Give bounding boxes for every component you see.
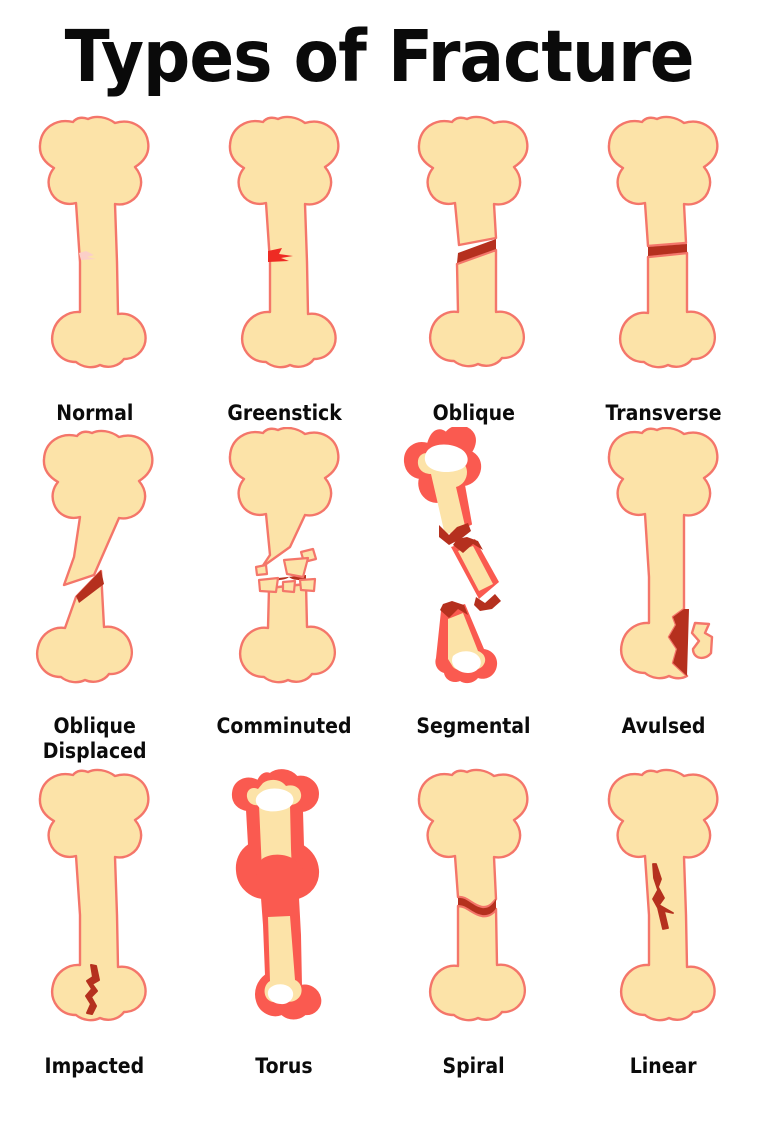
bone-avulsed-icon <box>607 426 719 680</box>
bone-fragment-6 <box>298 577 316 592</box>
crack-segmental-4 <box>440 600 469 618</box>
bone-normal-icon <box>39 115 150 369</box>
fracture-label-torus: Torus <box>255 1053 313 1078</box>
torus-buckle-bulge <box>256 854 307 904</box>
bone-greenstick-icon <box>228 115 340 369</box>
bone-fragment-5 <box>281 579 296 593</box>
fracture-cell-segmental[interactable]: Segmental <box>379 426 569 765</box>
fracture-label-spiral: Spiral <box>442 1053 505 1078</box>
bone-fragment-3 <box>254 563 268 576</box>
crack-segmental-1 <box>439 522 472 545</box>
crack-transverse <box>647 244 687 256</box>
fracture-label-avulsed: Avulsed <box>621 713 706 738</box>
crack-diagonal <box>457 239 497 263</box>
fracture-label-oblique-displaced: Oblique Displaced <box>42 713 147 764</box>
fracture-types-grid: Normal Greenstick <box>0 112 758 1079</box>
bone-impacted-icon <box>39 768 150 1022</box>
fracture-cell-comminuted[interactable]: Comminuted <box>190 426 380 765</box>
fracture-cell-normal[interactable]: Normal <box>0 112 190 427</box>
fracture-label-comminuted: Comminuted <box>216 713 352 738</box>
fracture-row-3: Impacted Torus <box>0 765 758 1080</box>
crack-diagonal-displaced <box>76 569 105 603</box>
crack-segmental-3 <box>474 593 502 611</box>
page-header: Types of Fracture <box>0 0 758 112</box>
bone-transverse-icon <box>607 115 719 369</box>
bone-linear-icon <box>607 768 719 1022</box>
crack-segmental-2 <box>453 536 484 553</box>
fracture-label-impacted: Impacted <box>44 1053 145 1078</box>
page-title: Types of Fracture <box>64 14 695 98</box>
fracture-cell-oblique[interactable]: Oblique <box>379 112 569 427</box>
marrow-cavity-bottom <box>452 650 482 673</box>
bone-comminuted-icon <box>228 426 340 683</box>
fracture-cell-spiral[interactable]: Spiral <box>379 765 569 1080</box>
fracture-row-2: Oblique Displaced <box>0 426 758 765</box>
crack-avulsed <box>668 608 689 676</box>
fracture-cell-avulsed[interactable]: Avulsed <box>569 426 758 765</box>
crack-impacted <box>85 963 101 1015</box>
fracture-cell-transverse[interactable]: Transverse <box>569 112 758 427</box>
fracture-cell-oblique-displaced[interactable]: Oblique Displaced <box>0 427 190 765</box>
bone-oblique-displaced-icon <box>36 429 154 683</box>
fracture-cell-linear[interactable]: Linear <box>569 765 758 1080</box>
fracture-label-greenstick: Greenstick <box>227 401 342 425</box>
bone-segmental-icon <box>404 426 502 683</box>
marrow-cavity-top <box>425 444 468 472</box>
fracture-label-segmental: Segmental <box>416 713 531 738</box>
fracture-label-oblique: Oblique <box>432 401 515 425</box>
avulsed-fragment <box>690 621 713 659</box>
bone-fragment-2 <box>282 556 309 578</box>
bone-torus-icon <box>231 769 322 1020</box>
fracture-cell-impacted[interactable]: Impacted <box>0 765 190 1080</box>
marrow-cavity-bottom <box>267 984 293 1004</box>
crack-hairline <box>79 251 97 260</box>
fracture-label-transverse: Transverse <box>605 401 722 425</box>
marrow-cavity-top <box>255 788 294 812</box>
bone-spiral-icon <box>418 768 529 1022</box>
crack-linear <box>651 862 674 930</box>
bone-fragment-4 <box>257 576 279 593</box>
crack-partial <box>267 248 293 262</box>
fracture-label-linear: Linear <box>629 1053 697 1078</box>
torus-lower-fill <box>264 915 302 1003</box>
fracture-label-normal: Normal <box>56 401 134 425</box>
crack-spiral <box>458 897 497 915</box>
fracture-cell-greenstick[interactable]: Greenstick <box>190 112 380 427</box>
fracture-cell-torus[interactable]: Torus <box>190 765 380 1080</box>
bone-oblique-icon <box>418 115 529 368</box>
fracture-row-1: Normal Greenstick <box>0 112 758 427</box>
